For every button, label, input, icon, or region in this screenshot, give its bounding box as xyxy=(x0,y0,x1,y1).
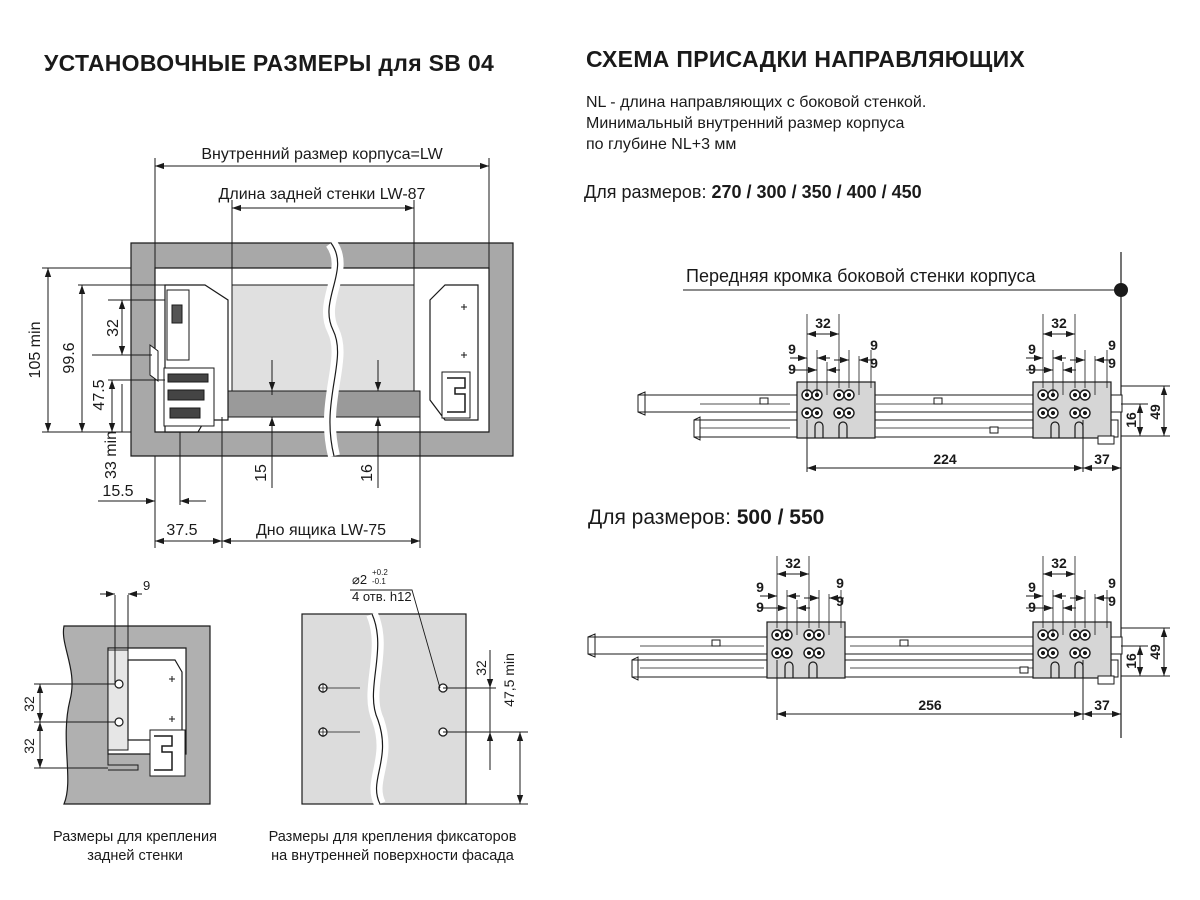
caption-back-wall-line-1: Размеры для крепления xyxy=(53,829,217,845)
hole-diameter: ⌀2 xyxy=(352,572,367,587)
caption-back-wall: Размеры для крепления задней стенки xyxy=(30,828,240,866)
r2-dim-9-a: 9 xyxy=(756,579,764,595)
r2-dim-32-b: 32 xyxy=(1051,555,1067,571)
sizes-prefix-2: Для размеров: xyxy=(588,506,737,529)
dim-47-5: 47.5 xyxy=(91,379,108,410)
facade-dim-47-5: 47,5 min xyxy=(501,653,517,707)
dim-37-5: 37.5 xyxy=(166,522,197,539)
sizes-values-2: 500 / 550 xyxy=(736,506,825,529)
dim-15: 15 xyxy=(253,464,270,482)
sizes-values-1: 270 / 300 / 350 / 400 / 450 xyxy=(711,182,922,202)
r1-dim-9-e: 9 xyxy=(1028,341,1036,357)
facade-detail xyxy=(301,611,467,807)
hole-tol-down: -0.1 xyxy=(372,577,386,586)
sizes-heading-1: Для размеров: 270 / 300 / 350 / 400 / 45… xyxy=(584,182,922,203)
r1-dim-49: 49 xyxy=(1147,404,1163,420)
r2-dim-49: 49 xyxy=(1147,644,1163,660)
r2-dim-32-a: 32 xyxy=(785,555,801,571)
caption-front-fixers: Размеры для крепления фиксаторов на внут… xyxy=(245,828,540,866)
r2-dim-9-c: 9 xyxy=(836,575,844,591)
note-line-3: по глубине NL+3 мм xyxy=(586,136,737,153)
dim-16: 16 xyxy=(359,464,376,482)
r1-dim-9-d: 9 xyxy=(870,355,878,371)
note-line-1: NL - длина направляющих с боковой стенко… xyxy=(586,94,927,111)
dim-33-min: 33 min xyxy=(103,431,120,479)
r2-dim-9-e: 9 xyxy=(1028,579,1036,595)
r2-dim-9-b: 9 xyxy=(756,599,764,615)
hole-tol-up: +0.2 xyxy=(372,568,388,577)
r1-dim-9-b: 9 xyxy=(788,361,796,377)
note-line-2: Минимальный внутренний размер корпуса xyxy=(586,115,905,132)
r2-dim-9-d: 9 xyxy=(836,593,844,609)
dim-32: 32 xyxy=(105,319,122,337)
rail-diagram-1 xyxy=(637,382,1123,445)
r1-dim-32-b: 32 xyxy=(1051,315,1067,331)
left-title: УСТАНОВОЧНЫЕ РАЗМЕРЫ для SB 04 xyxy=(44,50,495,76)
r2-dim-9-f: 9 xyxy=(1028,599,1036,615)
r2-dim-9-g: 9 xyxy=(1108,575,1116,591)
caption-front-line-1: Размеры для крепления фиксаторов xyxy=(268,829,517,845)
dim-inner-width: Внутренний размер корпуса=LW xyxy=(201,146,443,163)
back-wall-detail xyxy=(62,625,211,805)
dim-bottom: Дно ящика LW-75 xyxy=(256,522,386,539)
back-dim-32-b: 32 xyxy=(21,738,37,754)
r1-dim-37: 37 xyxy=(1094,451,1110,467)
r2-dim-9-h: 9 xyxy=(1108,593,1116,609)
back-dim-32-a: 32 xyxy=(21,696,37,712)
r1-dim-9-a: 9 xyxy=(788,341,796,357)
r2-dim-256: 256 xyxy=(918,697,942,713)
dim-15-5: 15.5 xyxy=(102,483,133,500)
r1-dim-9-c: 9 xyxy=(870,337,878,353)
right-title: СХЕМА ПРИСАДКИ НАПРАВЛЯЮЩИХ xyxy=(586,46,1026,72)
guide-note: NL - длина направляющих с боковой стенко… xyxy=(586,92,926,155)
front-edge-label: Передняя кромка боковой стенки корпуса xyxy=(686,266,1036,286)
r1-dim-16: 16 xyxy=(1123,412,1139,428)
sizes-prefix-1: Для размеров: xyxy=(584,182,712,202)
dim-105-min: 105 min xyxy=(27,322,44,379)
caption-back-wall-line-2: задней стенки xyxy=(87,848,183,864)
cabinet-section xyxy=(130,239,514,458)
caption-front-line-2: на внутренней поверхности фасада xyxy=(271,848,514,864)
r1-dim-224: 224 xyxy=(933,451,957,467)
dim-99-6: 99.6 xyxy=(61,342,78,373)
r1-dim-9-g: 9 xyxy=(1108,337,1116,353)
r1-dim-9-f: 9 xyxy=(1028,361,1036,377)
r2-dim-16: 16 xyxy=(1123,653,1139,669)
dim-back-wall: Длина задней стенки LW-87 xyxy=(219,186,426,203)
r2-dim-37: 37 xyxy=(1094,697,1110,713)
r1-dim-32-a: 32 xyxy=(815,315,831,331)
facade-dim-32: 32 xyxy=(473,660,489,676)
sizes-heading-2: Для размеров: 500 / 550 xyxy=(588,506,824,530)
hole-count: 4 отв. h12 xyxy=(352,589,412,604)
back-dim-9: 9 xyxy=(143,578,150,593)
r1-dim-9-h: 9 xyxy=(1108,355,1116,371)
rail-diagram-2 xyxy=(587,622,1123,685)
reference-point-icon xyxy=(1114,283,1128,297)
